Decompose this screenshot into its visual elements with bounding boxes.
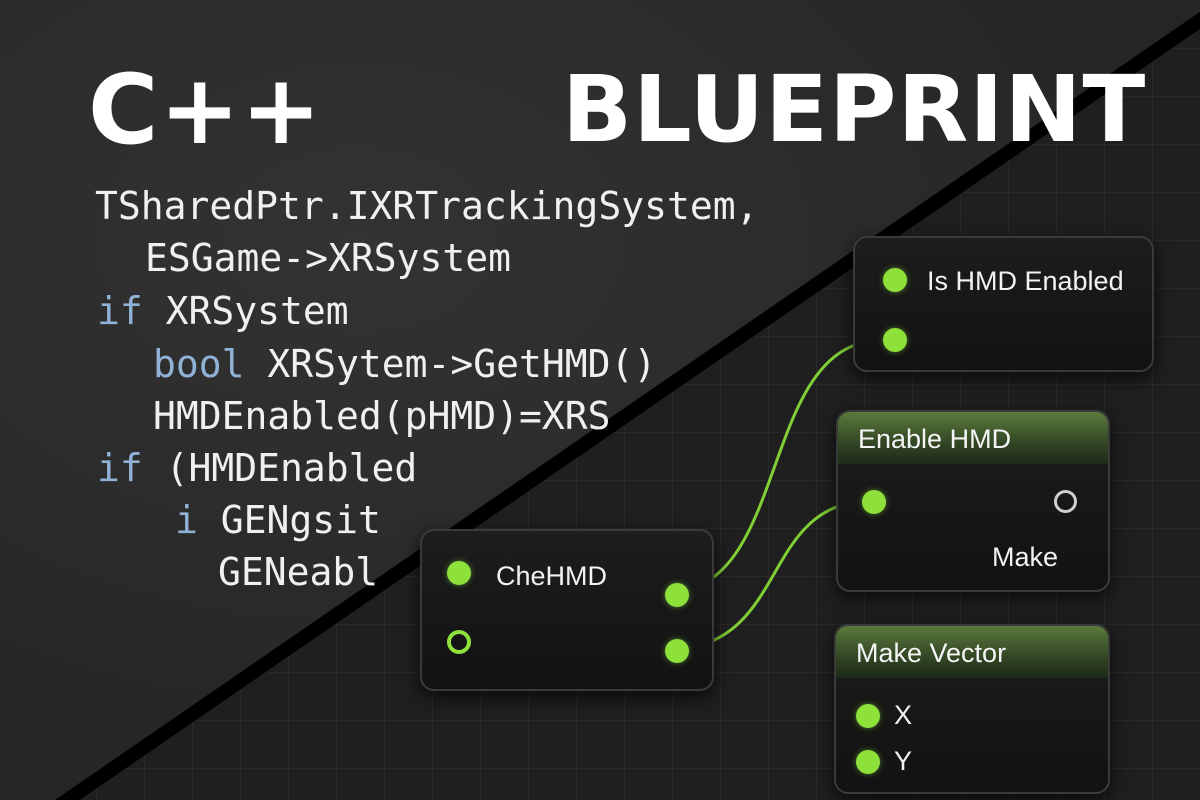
node-make-vector[interactable]: Make Vector X Y: [834, 624, 1110, 794]
pin-label-y: Y: [894, 746, 913, 776]
node-title: Make Vector: [836, 626, 1108, 678]
node-label: CheHMD: [496, 561, 608, 591]
exec-pin-icon[interactable]: [1054, 490, 1077, 513]
input-pin[interactable]: [862, 490, 886, 514]
code-line: ESGame->XRSystem: [145, 236, 512, 280]
cpp-title: C++: [88, 54, 323, 166]
input-pin[interactable]: [447, 561, 471, 585]
code-line: HMDEnabled(pHMD)=XRS: [153, 394, 611, 438]
code-line: bool XRSytem->GetHMD(): [153, 342, 657, 386]
pin-label-x: X: [894, 700, 913, 730]
blueprint-title: BLUEPRINT: [562, 56, 1147, 163]
output-pin[interactable]: [665, 583, 689, 607]
output-pin[interactable]: [665, 639, 689, 663]
output-label: Make: [992, 542, 1059, 572]
output-pin[interactable]: [883, 268, 907, 292]
input-pin-x[interactable]: [856, 704, 880, 728]
node-title: Enable HMD: [838, 412, 1108, 464]
input-pin-hollow[interactable]: [447, 630, 471, 654]
node-check-hmd[interactable]: CheHMD: [420, 529, 714, 691]
node-enable-hmd[interactable]: Enable HMD Make: [836, 410, 1110, 592]
input-pin[interactable]: [883, 328, 907, 352]
code-line: i GENgsit: [175, 498, 381, 542]
input-pin-y[interactable]: [856, 750, 880, 774]
code-line: if XRSystem: [97, 289, 349, 333]
code-line: if (HMDEnabled: [97, 446, 418, 490]
code-line: GENeabl: [218, 550, 379, 594]
code-line: TSharedPtr.IXRTrackingSystem,: [95, 184, 759, 228]
node-label: Is HMD Enabled: [927, 266, 1124, 296]
node-is-hmd-enabled[interactable]: Is HMD Enabled: [853, 236, 1154, 372]
